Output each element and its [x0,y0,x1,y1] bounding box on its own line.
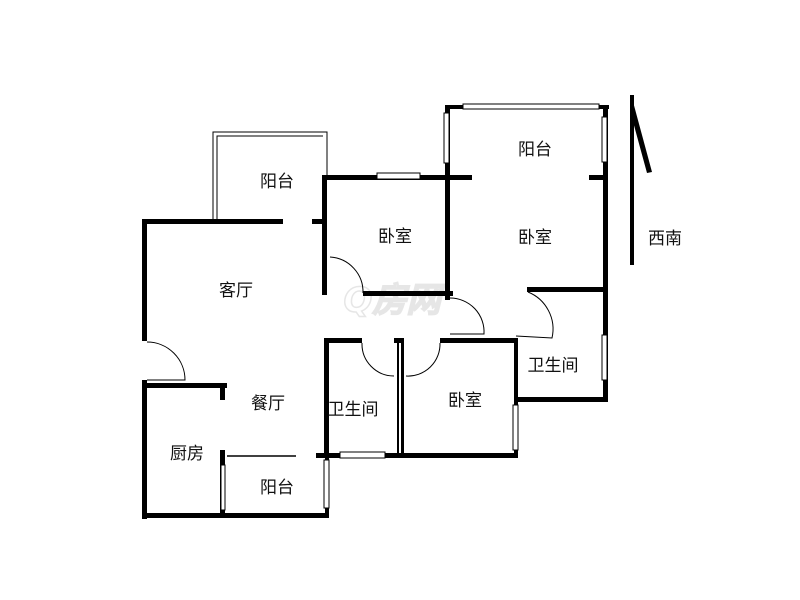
master-bedroom-door[interactable] [449,297,485,335]
bedroom-door[interactable] [405,342,441,377]
room-label-bathroom: 卫生间 [528,356,579,376]
window [601,116,608,163]
compass: 西南 [630,95,682,265]
balcony-railing [212,131,328,220]
entrance-door[interactable] [146,341,186,381]
window [443,112,450,164]
bathroom-door[interactable] [515,291,554,339]
window [601,334,608,381]
window [376,172,421,180]
room-label-living-room: 客厅 [219,281,253,301]
room-label-bedroom: 卧室 [448,391,482,411]
north-arrow-icon [630,95,634,265]
window [339,451,386,459]
room-label-kitchen: 厨房 [170,444,204,464]
room-label-master-bedroom: 卧室 [518,228,552,248]
room-label-dining-room: 餐厅 [251,394,285,414]
bathroom-door[interactable] [361,342,395,377]
room-label-bathroom: 卫生间 [328,400,379,420]
window [462,103,600,110]
window [220,464,226,511]
bedroom-door[interactable] [329,256,364,294]
room-label-balcony: 阳台 [260,172,294,192]
window [323,459,330,509]
compass-label: 西南 [648,229,682,249]
watermark: Q房网 [344,281,446,321]
window [512,404,519,451]
walls [142,103,609,519]
room-label-balcony: 阳台 [260,478,294,498]
doors [146,256,554,381]
room-label-bedroom: 卧室 [378,227,412,247]
room-label-balcony: 阳台 [518,140,552,160]
